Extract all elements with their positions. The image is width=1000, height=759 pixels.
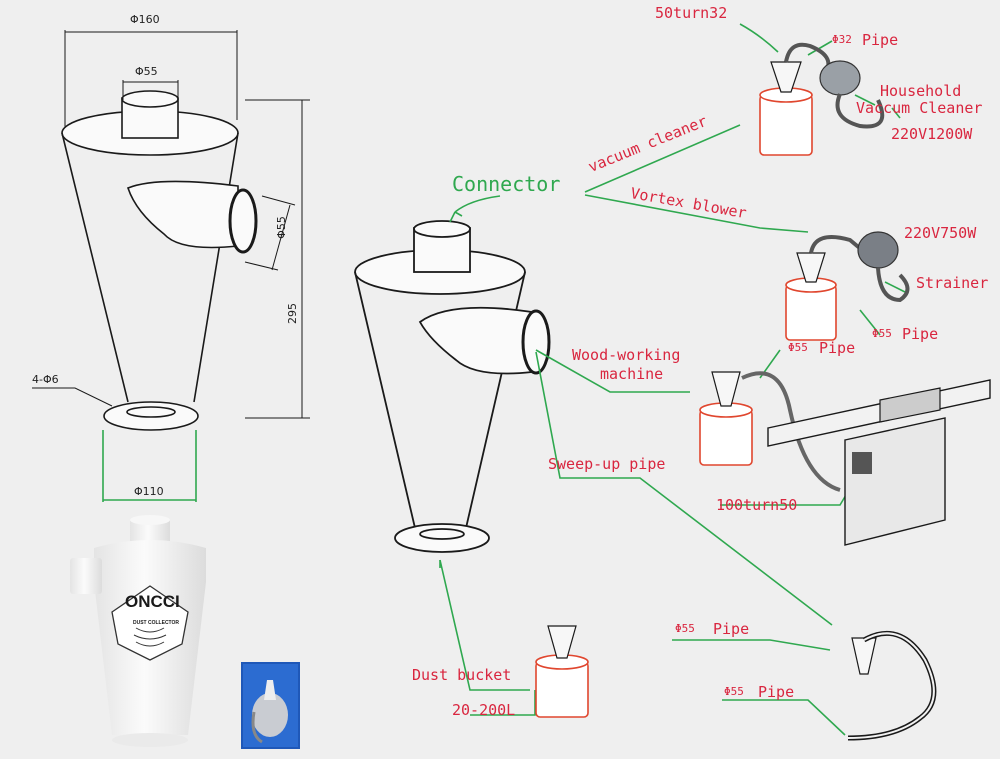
- blower-power: 220V750W: [904, 224, 977, 242]
- dust-bucket-label: Dust bucket: [412, 666, 512, 684]
- pipe-55-sweep-b-label: Pipe: [758, 683, 795, 701]
- pipe-32-size: Φ32: [832, 33, 852, 46]
- side-inlet-label: Φ55: [274, 216, 288, 239]
- pipe-55-sweep-b-size: Φ55: [724, 685, 744, 698]
- dimension-lines: [32, 30, 310, 419]
- household-power: 220V1200W: [891, 125, 973, 143]
- connector-label: Connector: [452, 172, 561, 196]
- pipe-55-blower-label: Pipe: [902, 325, 939, 343]
- woodworking-setup: [699, 371, 991, 546]
- pipe-55-sweep-a-label: Pipe: [713, 620, 750, 638]
- thumbnail-photo: [241, 662, 300, 749]
- wood-line1: Wood-working: [572, 346, 681, 364]
- height-label: 295: [286, 303, 299, 324]
- vacuum-setup: [759, 42, 885, 156]
- base-dimension: [102, 430, 197, 502]
- blower-setup: [785, 231, 910, 341]
- holes-label: 4-Φ6: [32, 373, 59, 386]
- dust-bucket-setup: [535, 625, 589, 718]
- household-line1: Household: [880, 82, 962, 100]
- brand-logo: ONCCI: [125, 592, 180, 611]
- bucket-volume-label: 20-200L: [452, 701, 516, 719]
- turn-50-32-label: 50turn32: [655, 4, 728, 22]
- sweep-up-label: Sweep-up pipe: [548, 455, 666, 473]
- leader-lines: [439, 23, 906, 736]
- sweep-setup: [847, 630, 937, 741]
- pipe-32-label: Pipe: [862, 31, 899, 49]
- brand-subtitle: DUST COLLECTOR: [133, 620, 180, 626]
- base-diameter-label: Φ110: [134, 485, 164, 498]
- product-photo: [70, 515, 206, 747]
- turn-100-50-label: 100turn50: [716, 496, 798, 514]
- pipe-55-blower-size: Φ55: [872, 327, 892, 340]
- center-cyclone: [354, 220, 551, 553]
- tech-drawing: [61, 90, 258, 431]
- strainer-label: Strainer: [916, 274, 989, 292]
- pipe-55-wood-size: Φ55: [788, 341, 808, 354]
- pipe-55-wood-label: Pipe: [819, 339, 856, 357]
- household-line2: Vaccum Cleaner: [856, 99, 983, 117]
- pipe-55-sweep-a-size: Φ55: [675, 622, 695, 635]
- wood-line2: machine: [600, 365, 664, 383]
- top-diameter-label: Φ160: [130, 13, 160, 26]
- inlet-top-label: Φ55: [135, 65, 158, 78]
